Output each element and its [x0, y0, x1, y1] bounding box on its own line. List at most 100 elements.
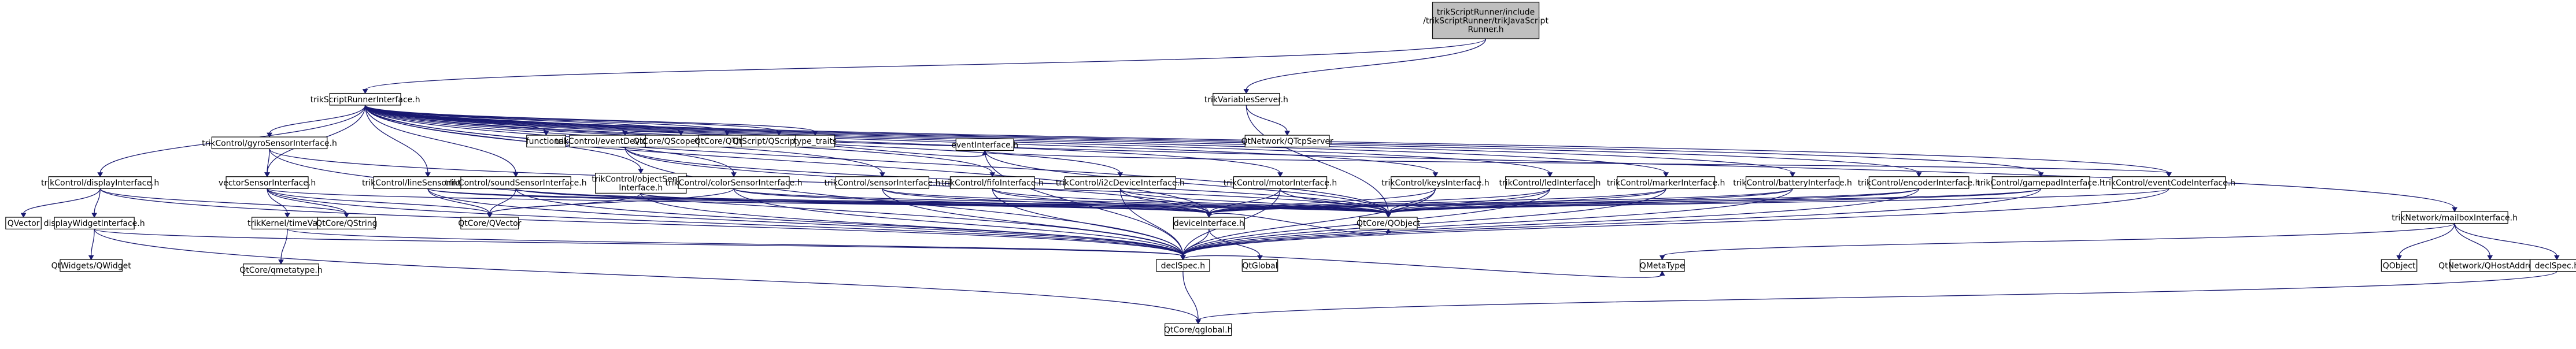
arrowhead-icon	[1257, 255, 1263, 261]
edge-root-to-tvs	[1243, 38, 1487, 94]
arrowhead-icon	[1180, 255, 1186, 261]
node-sens[interactable]: trikControl/sensorInterface.h	[824, 176, 940, 189]
node-box	[329, 92, 401, 106]
node-mailbox[interactable]: trikNetwork/mailboxInterface.h	[2392, 211, 2518, 224]
node-root[interactable]: trikScriptRunner/include/trikScriptRunne…	[1423, 2, 1548, 39]
node-led[interactable]: trikControl/ledInterface.h	[1499, 176, 1601, 189]
node-evi[interactable]: eventInterface.h	[951, 138, 1018, 151]
node-qwidget: QtWidgets/QWidget	[51, 259, 132, 272]
node-box	[1868, 176, 1969, 189]
node-label: trikControl/i2cDeviceInterface.h	[1056, 179, 1185, 188]
arrowhead-icon	[278, 259, 284, 265]
edge-battery-to-decl	[1180, 188, 1793, 261]
node-box	[1745, 176, 1840, 189]
arrowhead-icon	[1195, 319, 1202, 325]
arrowhead-icon	[88, 255, 94, 261]
arrowhead-icon	[1243, 89, 1250, 94]
node-marker[interactable]: trikControl/markerInterface.h	[1607, 176, 1725, 189]
node-label: trikNetwork/mailboxInterface.h	[2392, 213, 2518, 222]
edge-dispw-to-decl	[94, 228, 1186, 261]
node-box	[2530, 259, 2576, 272]
edge-dispw-to-qcglobal	[94, 229, 1202, 325]
arrowhead-icon	[97, 172, 104, 177]
arrowhead-icon	[91, 213, 97, 218]
node-disp[interactable]: trikControl/displayInterface.h	[41, 176, 159, 189]
node-box	[460, 217, 519, 229]
node-label: QVector	[8, 219, 40, 228]
node-box	[2112, 176, 2226, 189]
arrowhead-icon	[1659, 270, 1665, 276]
edge-decl-to-qmetatype	[1182, 255, 1665, 278]
node-box	[1359, 217, 1418, 229]
edge-dispw-to-qwidget	[88, 229, 95, 261]
node-label: Interface.h	[619, 184, 663, 193]
node-label: trikControl/gamepadInterface.h	[1977, 179, 2105, 188]
edge-gamepad-to-qobject	[1385, 188, 2042, 218]
edge-disp-to-dispw	[91, 188, 101, 218]
arrowhead-icon	[486, 213, 493, 218]
node-label: functional	[526, 137, 567, 146]
edge-sound-to-decl	[515, 188, 1186, 261]
node-label: QObject	[2383, 261, 2416, 270]
arrowhead-icon	[1916, 172, 1922, 177]
node-dispw[interactable]: displayWidgetInterface.h	[44, 217, 145, 229]
node-qmeta: QtCore/qmetatype.h	[239, 263, 323, 276]
node-i2c[interactable]: trikControl/i2cDeviceInterface.h	[1056, 176, 1185, 189]
node-box	[1244, 135, 1330, 148]
node-label: trikScriptRunner/include	[1437, 8, 1535, 17]
edge-mailbox-to-decl2	[2454, 223, 2560, 261]
edge-tsri-to-line	[364, 105, 431, 177]
arrowhead-icon	[2038, 172, 2044, 177]
node-label: QtWidgets/QWidget	[51, 261, 132, 270]
node-box	[1173, 217, 1245, 229]
arrowhead-icon	[731, 172, 737, 177]
node-decl2[interactable]: declSpec.h	[2530, 259, 2576, 272]
node-label: trikControl/motorInterface.h	[1224, 179, 1337, 188]
node-box	[243, 263, 319, 276]
node-box	[955, 138, 1014, 151]
node-gamepad[interactable]: trikControl/gamepadInterface.h	[1977, 176, 2105, 189]
node-motor[interactable]: trikControl/motorInterface.h	[1224, 176, 1337, 189]
node-box	[1064, 176, 1176, 189]
node-qmetatype: QMetaType	[1640, 259, 1685, 272]
node-qobject: QtCore/QObject	[1357, 217, 1421, 229]
node-fifo[interactable]: trikControl/fifoInterface.h	[941, 176, 1044, 189]
node-battery[interactable]: trikControl/batteryInterface.h	[1733, 176, 1852, 189]
node-gyro[interactable]: trikControl/gyroSensorInterface.h	[202, 136, 337, 150]
node-box	[594, 173, 687, 194]
node-label: QtNetwork/QTcpServer	[1241, 137, 1333, 146]
node-box	[1156, 259, 1210, 272]
node-label: Runner.h	[1468, 25, 1503, 34]
node-label: trikControl/markerInterface.h	[1607, 179, 1725, 188]
edge-tsri-to-encoder	[364, 105, 1922, 177]
node-encoder[interactable]: trikControl/encoderInterface.h	[1858, 176, 1980, 189]
node-vsi[interactable]: vectorSensorInterface.h	[219, 176, 316, 189]
node-ecode[interactable]: trikControl/eventCodeInterface.h	[2102, 176, 2235, 189]
node-sound[interactable]: trikControl/soundSensorInterface.h	[445, 176, 587, 189]
nodes-layer: trikScriptRunner/include/trikScriptRunne…	[5, 2, 2576, 336]
edge-tsri-to-gamepad	[364, 105, 2044, 177]
node-label: QtCore/QObject	[1357, 219, 1421, 228]
node-box	[5, 217, 42, 229]
edge-devi-to-qobject	[1208, 213, 1391, 236]
node-qglobal: QtGlobal	[1241, 259, 1278, 272]
node-label: QtCore/qglobal.h	[1164, 325, 1233, 335]
node-tvs[interactable]: trikVariablesServer.h	[1204, 92, 1288, 106]
node-tsri[interactable]: trikScriptRunnerInterface.h	[311, 92, 420, 106]
node-box	[949, 176, 1035, 189]
node-label: trikVariablesServer.h	[1204, 95, 1288, 105]
node-devi[interactable]: deviceInterface.h	[1173, 217, 1245, 229]
edge-vsi-to-qstring	[267, 188, 350, 218]
node-label: trikControl/keysInterface.h	[1381, 179, 1489, 188]
node-decl[interactable]: declSpec.h	[1156, 259, 1210, 272]
node-color[interactable]: trikControl/colorSensorInterface.h	[666, 176, 803, 189]
node-qcglobal: QtCore/qglobal.h	[1164, 323, 1233, 336]
edge-color-to-qcvector	[486, 188, 734, 218]
node-label: QtCore/qmetatype.h	[239, 266, 322, 275]
node-keys[interactable]: trikControl/keysInterface.h	[1381, 176, 1490, 189]
arrowhead-icon	[264, 172, 270, 177]
node-box	[317, 217, 376, 229]
arrowhead-icon	[1277, 172, 1283, 177]
